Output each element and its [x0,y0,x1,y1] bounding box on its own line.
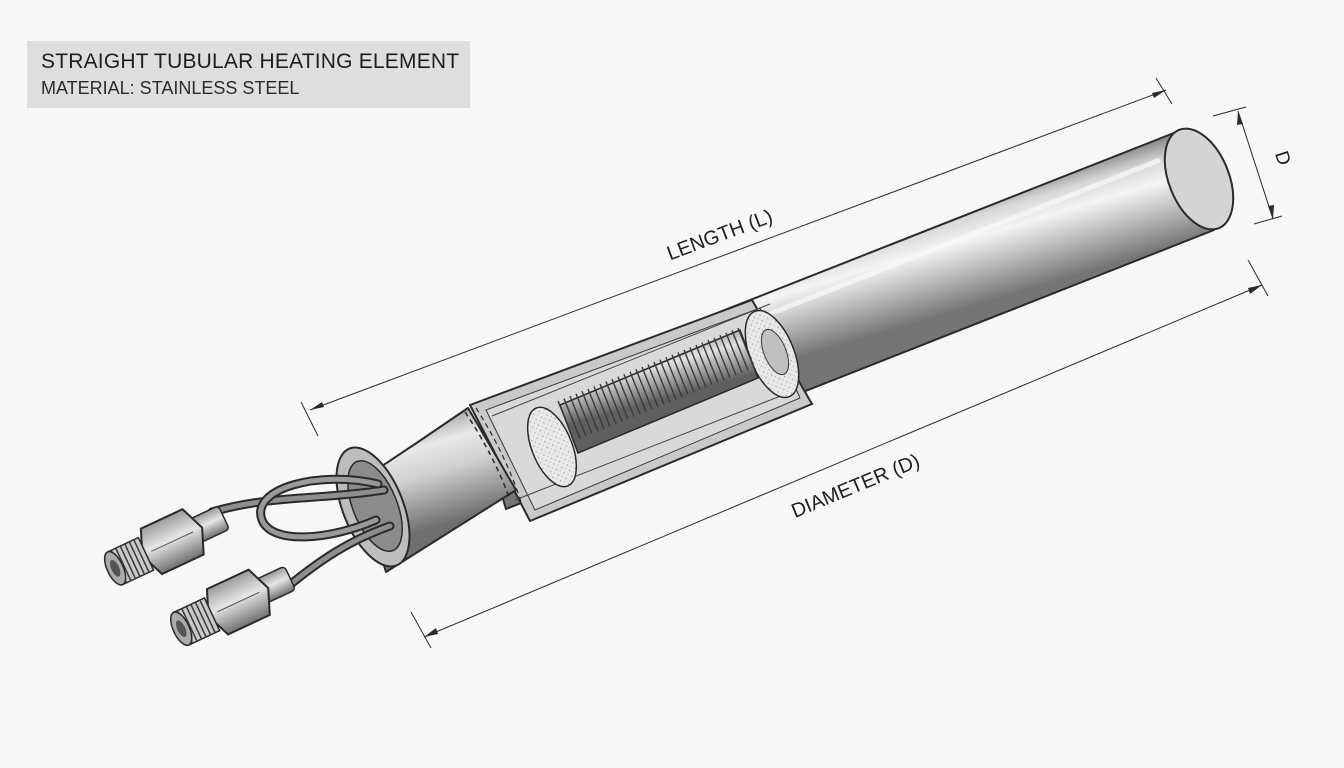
end-diameter-label: D [1270,149,1294,169]
end-arrow-bottom [1268,205,1274,219]
length-arrow-start [310,402,324,410]
diameter-arrow-start [424,628,438,637]
length-arrow-end [1152,90,1166,98]
diagram-title: STRAIGHT TUBULAR HEATING ELEMENT [41,50,460,73]
length-label: LENGTH (L) [664,206,776,266]
end-diameter-dimension: D [1212,106,1294,225]
tube-end-cap [1163,127,1235,231]
diameter-arrow-end [1248,285,1262,294]
cutaway-section [469,299,813,522]
terminal-fitting-lower [169,566,295,647]
terminal-fitting-upper [103,506,229,586]
diameter-label: DIAMETER (D) [788,450,923,523]
insulation-ring-left [526,406,578,488]
collar-seam [464,411,511,501]
lead-wires [207,474,395,593]
material-label: MATERIAL: STAINLESS STEEL [41,78,300,98]
end-arrow-top [1237,111,1243,125]
coil-windings [557,327,755,442]
title-box: STRAIGHT TUBULAR HEATING ELEMENT MATERIA… [27,41,470,108]
